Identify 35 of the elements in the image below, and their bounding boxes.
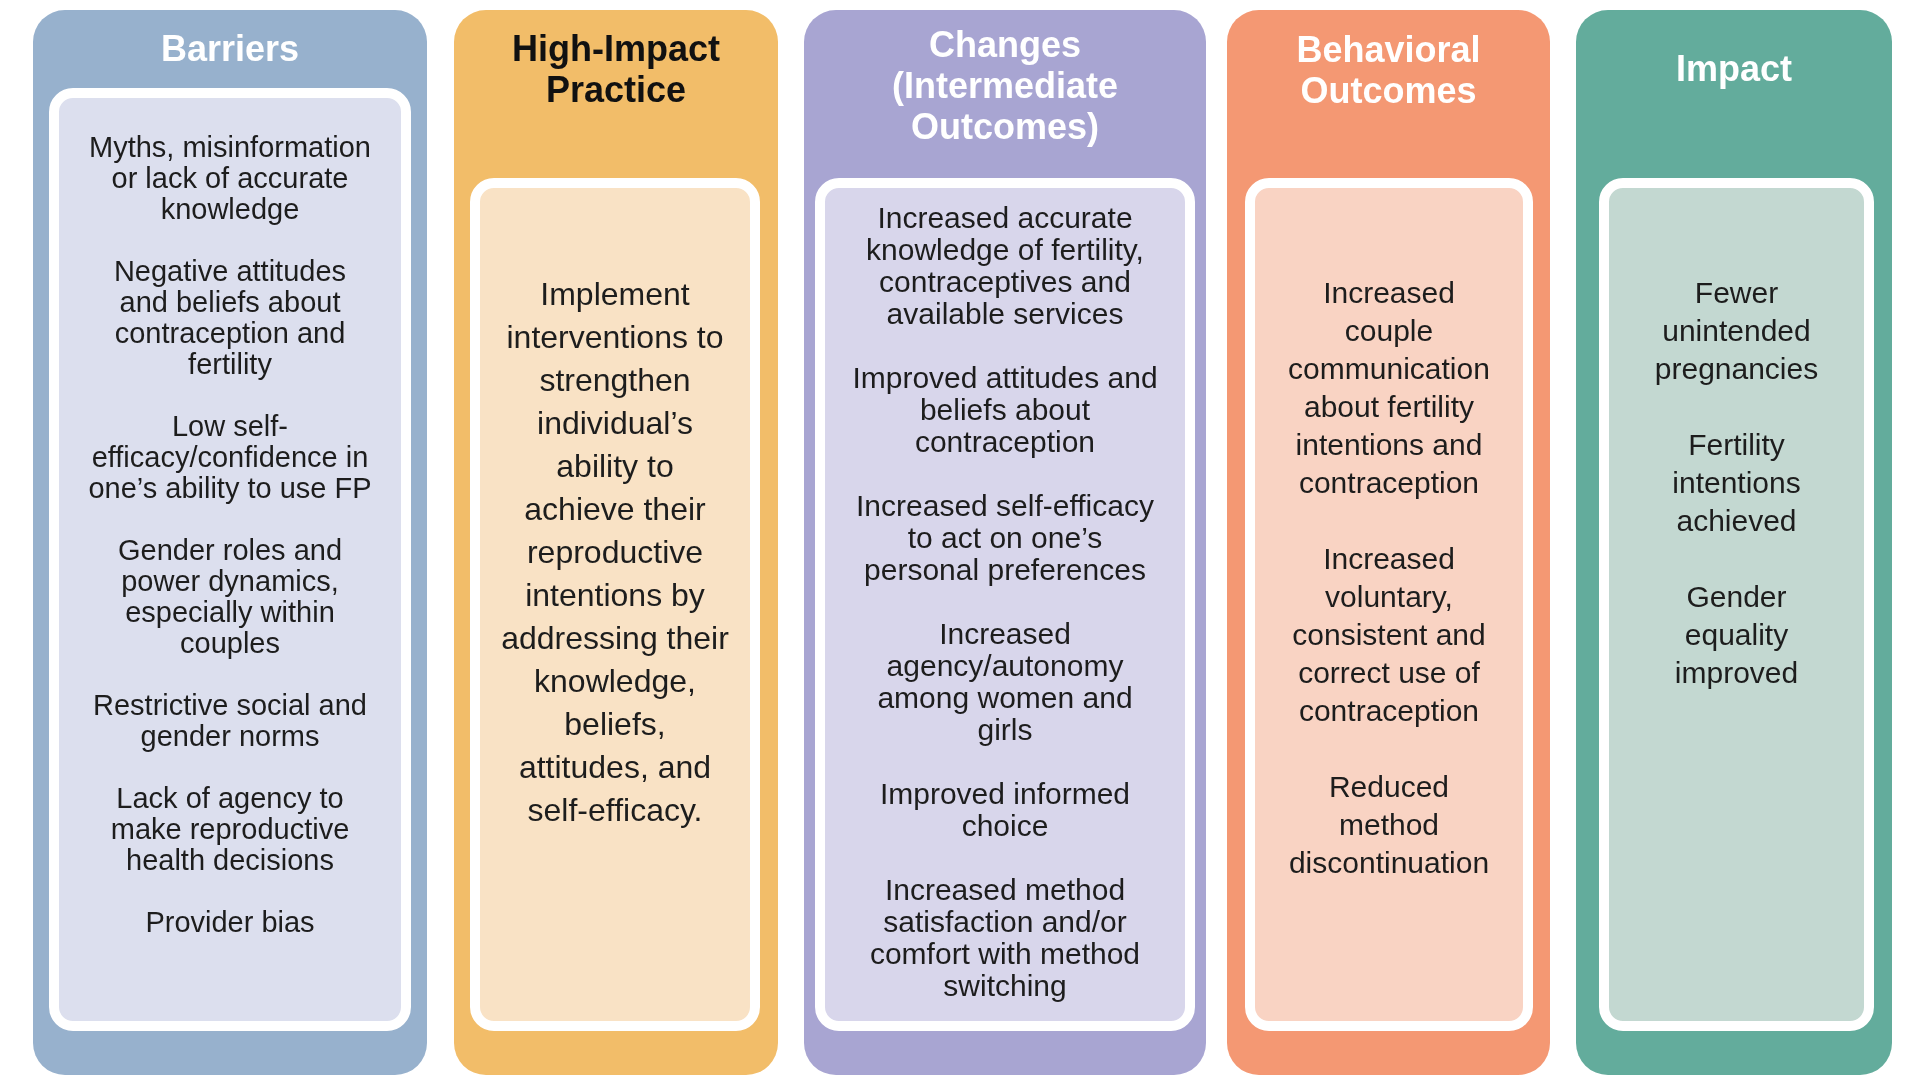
card-text: Increased voluntary, consistent and correct use of contraception bbox=[1291, 541, 1487, 729]
card-text: Fewer unintended pregnancies bbox=[1653, 275, 1820, 387]
card-text: Improved attitudes and beliefs about contraception bbox=[851, 362, 1159, 458]
card-text: Increased self-efficacy to act on one’s personal preferences bbox=[855, 490, 1155, 586]
card-text: Low self-efficacy/confidence in one’s ability to use FP bbox=[87, 411, 373, 504]
column-heading: Behavioral Outcomes bbox=[1295, 29, 1482, 111]
card-text: Reduced method discontinuation bbox=[1287, 769, 1491, 881]
content-card bbox=[815, 178, 1195, 1031]
card-text: Increased couple communication about fertility intentions and contraception bbox=[1287, 275, 1491, 501]
content-card bbox=[470, 178, 760, 1031]
card-text: Fertility intentions achieved bbox=[1671, 427, 1802, 539]
card-text: Improved informed choice bbox=[878, 778, 1132, 842]
card-text: Restrictive social and gender norms bbox=[92, 690, 368, 752]
column-panel bbox=[454, 10, 778, 1075]
content-card bbox=[49, 88, 411, 1031]
card-text: Myths, misinformation or lack of accurate knowledge bbox=[88, 132, 372, 225]
card-text: Increased agency/autonomy among women and girls bbox=[876, 618, 1134, 746]
card-text: Provider bias bbox=[145, 907, 315, 938]
card-text: Gender equality improved bbox=[1673, 579, 1800, 691]
card-text: Lack of agency to make reproductive health decisions bbox=[109, 783, 351, 876]
content-card bbox=[1599, 178, 1874, 1031]
card-text: Gender roles and power dynamics, especially within couples bbox=[116, 535, 344, 659]
column-heading: Changes (Intermediate Outcomes) bbox=[890, 24, 1120, 147]
column-heading: Barriers bbox=[160, 28, 300, 69]
card-text: Implement interventions to strengthen individual’s ability to achieve their reproductive intentions by addressing their knowledge, beliefs, attitudes, and self-efficacy. bbox=[500, 275, 730, 830]
card-text: Negative attitudes and beliefs about contraception and fertility bbox=[112, 256, 348, 380]
column-panel bbox=[1227, 10, 1550, 1075]
column-heading: Impact bbox=[1675, 48, 1792, 89]
card-text: Increased method satisfaction and/or comfort with method switching bbox=[868, 874, 1142, 1002]
card-text: Increased accurate knowledge of fertility, contraceptives and available services bbox=[865, 202, 1145, 330]
column-panel bbox=[804, 10, 1206, 1075]
column-heading: High-Impact Practice bbox=[511, 28, 721, 110]
content-card bbox=[1245, 178, 1533, 1031]
column-panel bbox=[33, 10, 427, 1075]
column-panel bbox=[1576, 10, 1892, 1075]
